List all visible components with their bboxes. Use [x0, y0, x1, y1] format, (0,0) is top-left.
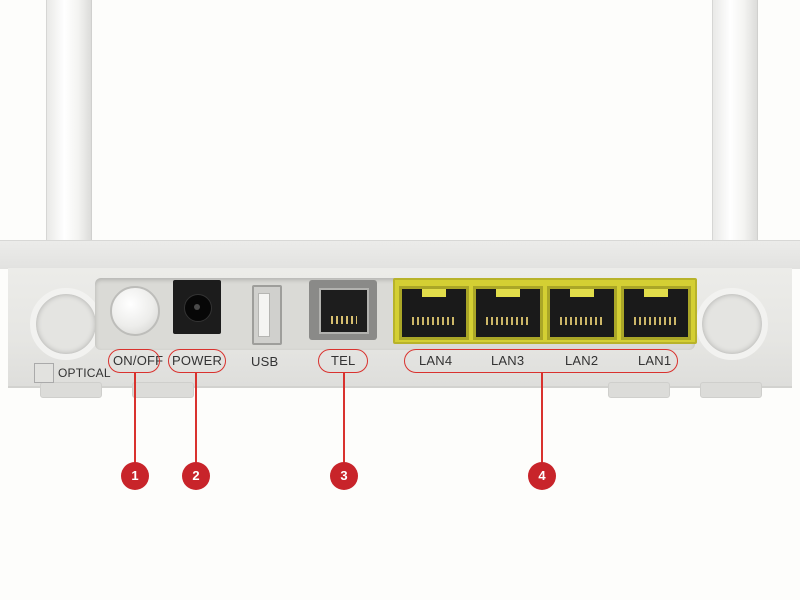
router-foot [40, 382, 102, 398]
power-label: POWER [172, 353, 223, 368]
right-antenna-hinge [696, 288, 768, 360]
lan-jack-pins [560, 317, 604, 325]
power-highlight [168, 349, 226, 373]
optical-label: OPTICAL [58, 366, 111, 380]
router-top-surface [0, 240, 800, 269]
lan2-port[interactable] [547, 286, 617, 340]
lan-jack-clip [496, 289, 520, 297]
router-foot [132, 382, 194, 398]
lan-jack-pins [412, 317, 456, 325]
callout-1-leader [134, 372, 136, 463]
lan-jack-clip [644, 289, 668, 297]
lan1-port[interactable] [621, 286, 691, 340]
lan-port-block [393, 278, 697, 344]
usb-port-tongue [258, 293, 270, 337]
power-port-pin [194, 304, 200, 310]
onoff-highlight [108, 349, 160, 373]
lan4-label: LAN4 [419, 353, 453, 368]
on-off-button[interactable] [110, 286, 160, 336]
callout-4: 4 [528, 462, 556, 490]
tel-highlight [318, 349, 368, 373]
callout-4-leader [541, 372, 543, 463]
callout-3: 3 [330, 462, 358, 490]
tel-port[interactable] [309, 280, 377, 340]
router-foot [608, 382, 670, 398]
callout-2-leader [195, 372, 197, 463]
lan-jack-pins [486, 317, 530, 325]
tel-jack [319, 288, 369, 334]
optical-port[interactable] [34, 363, 54, 383]
tel-label: TEL [331, 353, 356, 368]
callout-2: 2 [182, 462, 210, 490]
callout-3-leader [343, 372, 345, 463]
lan-jack-clip [422, 289, 446, 297]
callout-1: 1 [121, 462, 149, 490]
router-foot [700, 382, 762, 398]
lan4-port[interactable] [399, 286, 469, 340]
usb-port[interactable] [252, 285, 282, 345]
lan-jack-clip [570, 289, 594, 297]
left-antenna-hinge [30, 288, 102, 360]
lan3-label: LAN3 [491, 353, 525, 368]
power-port[interactable] [173, 280, 221, 334]
lan-jack-pins [634, 317, 678, 325]
lan3-port[interactable] [473, 286, 543, 340]
lan1-label: LAN1 [638, 353, 672, 368]
tel-jack-pins [331, 316, 357, 324]
usb-label: USB [251, 354, 279, 369]
lan-highlight [404, 349, 678, 373]
lan2-label: LAN2 [565, 353, 599, 368]
